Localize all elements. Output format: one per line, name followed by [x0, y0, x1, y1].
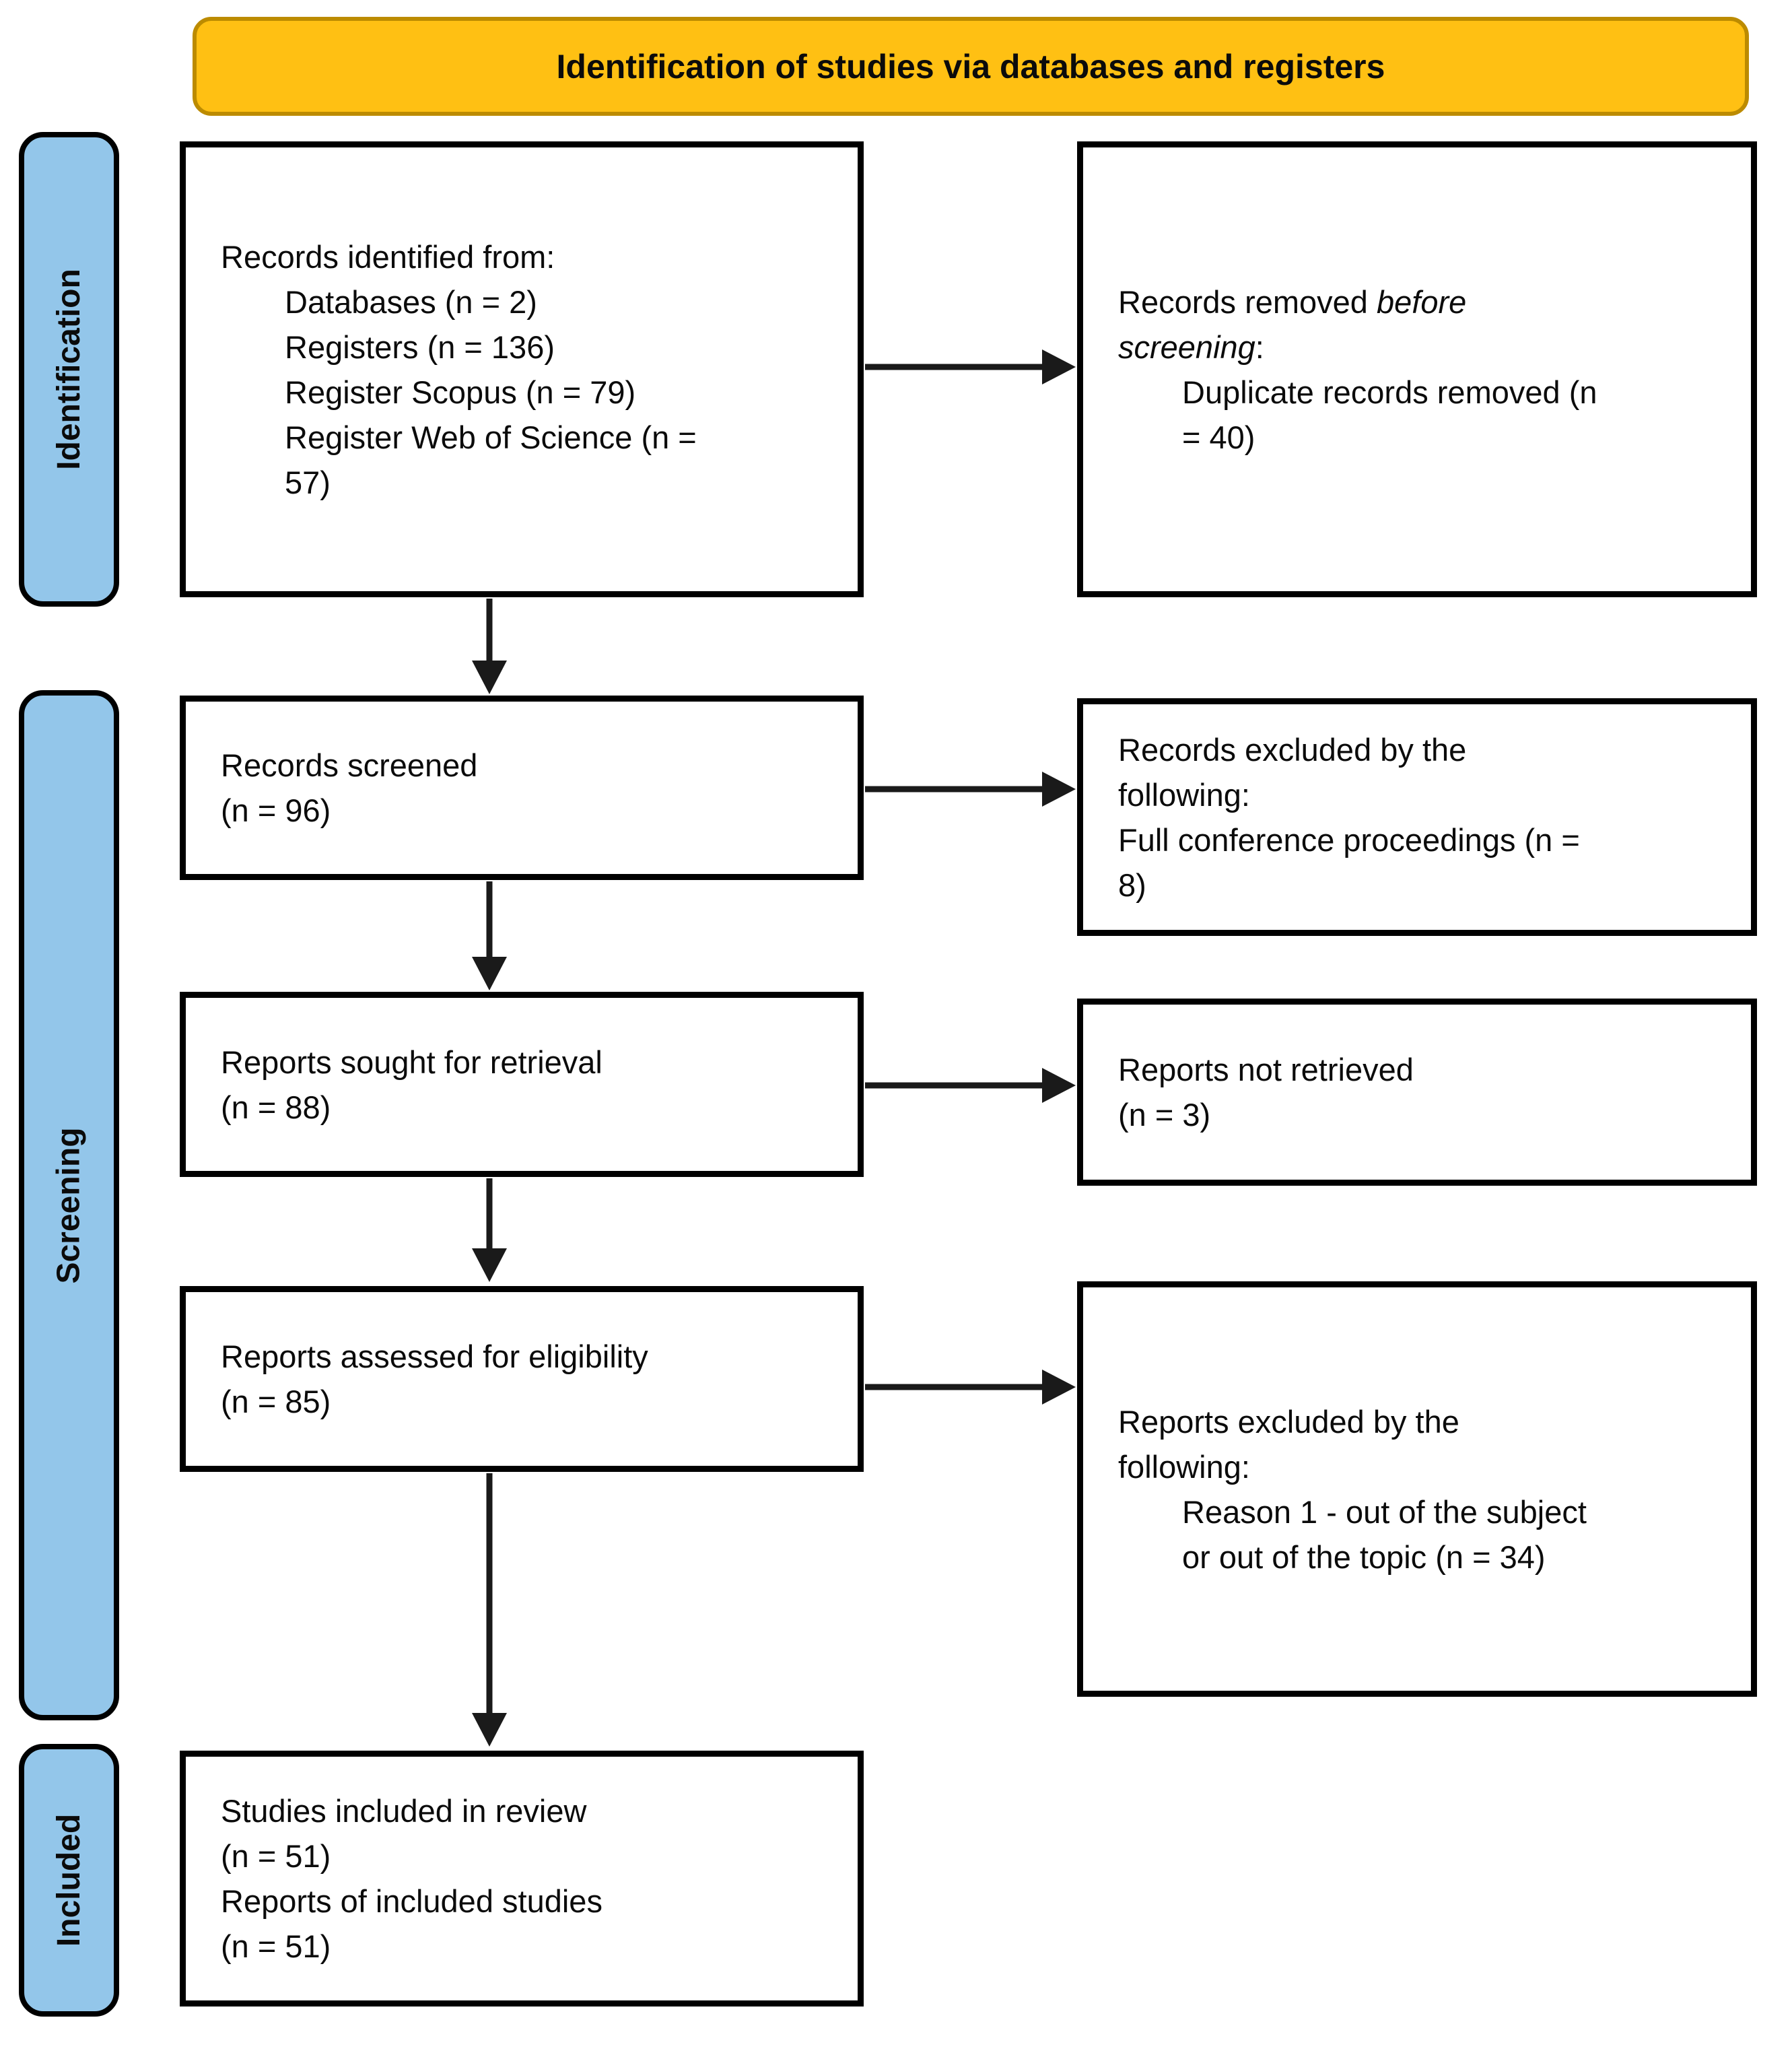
- arrow-assessed-to-excluded: [865, 1370, 1076, 1405]
- box-line: Registers (n = 136): [221, 325, 837, 370]
- box-line: Duplicate records removed (n: [1118, 370, 1731, 415]
- box-line: Reports not retrieved: [1118, 1047, 1731, 1092]
- box-line-segment: 57): [285, 464, 331, 500]
- box-line: following:: [1118, 772, 1731, 817]
- box-line: (n = 96): [221, 788, 837, 833]
- box-line: = 40): [1118, 415, 1731, 460]
- box-studies-included: Studies included in review (n = 51) Report…: [180, 1751, 864, 2007]
- box-line-segment: Studies included in review: [221, 1793, 587, 1829]
- box-line: Reports excluded by the: [1118, 1399, 1731, 1444]
- box-records-identified: Records identified from: Databases (n = 2…: [180, 141, 864, 597]
- box-line-segment: (n = 3): [1118, 1097, 1211, 1133]
- box-line: Reports sought for retrieval: [221, 1040, 837, 1085]
- box-line: Full conference proceedings (n =: [1118, 817, 1731, 863]
- box-line: Reports assessed for eligibility: [221, 1334, 837, 1379]
- box-line: (n = 51): [221, 1924, 837, 1969]
- box-reports-sought: Reports sought for retrieval (n = 88): [180, 992, 864, 1177]
- box-reports-assessed: Reports assessed for eligibility (n = 85): [180, 1286, 864, 1472]
- box-line: Databases (n = 2): [221, 279, 837, 325]
- box-line: 8): [1118, 863, 1731, 908]
- box-line: Records removed before: [1118, 279, 1731, 325]
- box-line-segment: before: [1377, 283, 1467, 320]
- arrow-identified-to-screened: [472, 599, 507, 694]
- box-records-screened: Records screened (n = 96): [180, 696, 864, 880]
- arrow-sought-to-not-retrieved: [865, 1068, 1076, 1103]
- box-line-segment: Reports not retrieved: [1118, 1052, 1414, 1087]
- box-line-segment: Records identified from:: [221, 238, 555, 275]
- box-line: Register Scopus (n = 79): [221, 370, 837, 415]
- box-line-segment: (n = 85): [221, 1384, 331, 1419]
- arrow-screened-to-excluded: [865, 772, 1076, 807]
- box-line: Records excluded by the: [1118, 727, 1731, 772]
- box-line-segment: following:: [1118, 1448, 1250, 1485]
- box-line-segment: (n = 51): [221, 1838, 331, 1874]
- box-line: (n = 51): [221, 1833, 837, 1879]
- box-line: Studies included in review: [221, 1788, 837, 1833]
- stage-label-identification: Identification: [51, 269, 88, 470]
- box-line-segment: (n = 88): [221, 1089, 331, 1125]
- arrow-sought-to-assessed: [472, 1178, 507, 1282]
- box-line-segment: (n = 51): [221, 1928, 331, 1964]
- box-line-segment: Reports sought for retrieval: [221, 1044, 602, 1080]
- box-line: following:: [1118, 1444, 1731, 1489]
- box-line-segment: Reports excluded by the: [1118, 1403, 1459, 1440]
- stage-label-screening: Screening: [51, 1126, 88, 1284]
- box-line: Records identified from:: [221, 234, 837, 279]
- box-line: (n = 85): [221, 1379, 837, 1424]
- box-line-segment: screening: [1118, 329, 1255, 365]
- box-reports-not-retrieved: Reports not retrieved (n = 3): [1077, 999, 1757, 1186]
- stage-label-included: Included: [51, 1813, 87, 1947]
- box-line-segment: Register Scopus (n = 79): [285, 374, 636, 410]
- banner: Identification of studies via databases …: [193, 17, 1749, 116]
- box-line-segment: or out of the topic (n = 34): [1182, 1539, 1546, 1575]
- box-line: (n = 88): [221, 1085, 837, 1130]
- box-line-segment: (n = 96): [221, 793, 331, 828]
- box-line: Reason 1 - out of the subject: [1118, 1489, 1731, 1535]
- box-line: (n = 3): [1118, 1092, 1731, 1137]
- box-line-segment: Records screened: [221, 747, 478, 783]
- box-line-segment: Register Web of Science (n =: [285, 419, 697, 455]
- box-records-excluded: Records excluded by the following: Full co…: [1077, 698, 1757, 936]
- box-line-segment: 8): [1118, 867, 1146, 903]
- banner-title: Identification of studies via databases …: [556, 47, 1385, 86]
- box-line: or out of the topic (n = 34): [1118, 1535, 1731, 1580]
- box-line: screening:: [1118, 325, 1731, 370]
- stage-bar-identification: Identification: [19, 132, 119, 607]
- box-line-segment: :: [1255, 329, 1264, 365]
- box-line-segment: Registers (n = 136): [285, 329, 555, 365]
- box-reports-excluded: Reports excluded by the following: Reason …: [1077, 1281, 1757, 1697]
- box-line-segment: Reason 1 - out of the subject: [1182, 1493, 1587, 1530]
- box-line: Reports of included studies: [221, 1879, 837, 1924]
- box-line-segment: Databases (n = 2): [285, 283, 537, 320]
- box-line: Register Web of Science (n =: [221, 415, 837, 460]
- box-line: 57): [221, 460, 837, 505]
- box-line: Records screened: [221, 743, 837, 788]
- box-line-segment: Reports of included studies: [221, 1883, 602, 1919]
- arrow-screened-to-sought: [472, 881, 507, 990]
- box-line-segment: following:: [1118, 776, 1250, 813]
- box-line-segment: Full conference proceedings (n =: [1118, 821, 1580, 858]
- box-line-segment: Records excluded by the: [1118, 731, 1467, 768]
- stage-bar-screening: Screening: [19, 690, 119, 1720]
- box-line-segment: = 40): [1182, 419, 1255, 455]
- box-line-segment: Duplicate records removed (n: [1182, 374, 1597, 410]
- box-line-segment: Reports assessed for eligibility: [221, 1339, 648, 1374]
- arrow-assessed-to-included: [472, 1473, 507, 1747]
- box-line-segment: Records removed: [1118, 283, 1377, 320]
- arrow-identified-to-removed: [865, 349, 1076, 384]
- stage-bar-included: Included: [19, 1744, 119, 2017]
